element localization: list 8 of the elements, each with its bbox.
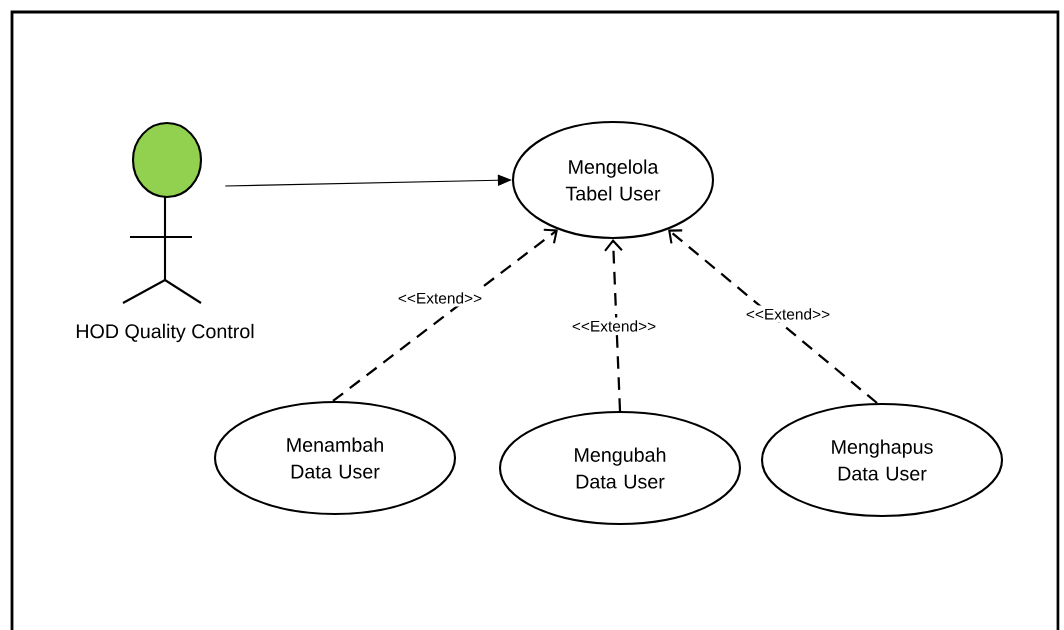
arrow — [332, 228, 558, 402]
node-label: HOD Quality Control — [76, 323, 254, 343]
edge-label: <<Extend>> — [395, 289, 485, 307]
actor: HOD Quality Control — [76, 121, 254, 343]
arrow — [668, 229, 878, 404]
edge-label: <<Extend>> — [569, 317, 659, 335]
arrow — [604, 239, 623, 411]
edge-label: <<Extend>> — [743, 305, 833, 323]
